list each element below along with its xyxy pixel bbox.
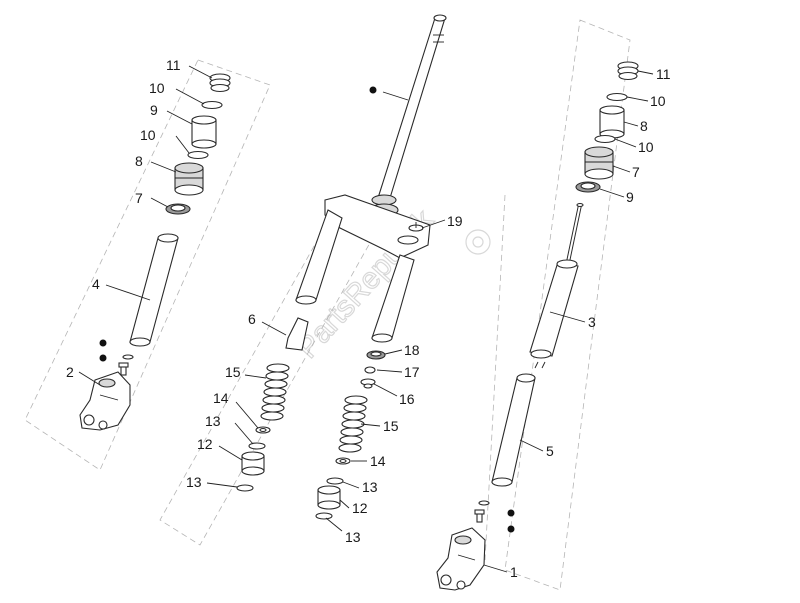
part-5-inner-tube bbox=[491, 373, 536, 487]
callout-8-left: 8 bbox=[135, 153, 143, 169]
callout-10a-left: 10 bbox=[149, 80, 165, 96]
callout-17: 17 bbox=[404, 364, 420, 380]
callout-labels: 11 10 9 10 8 7 4 2 19 18 17 16 15 14 13 … bbox=[66, 57, 671, 580]
callout-11-right: 11 bbox=[656, 66, 671, 82]
right-washer bbox=[478, 500, 490, 506]
callout-3: 3 bbox=[588, 314, 596, 330]
callout-13b: 13 bbox=[186, 474, 202, 490]
callout-13a: 13 bbox=[205, 413, 221, 429]
part-16 bbox=[360, 378, 376, 389]
left-spring-stack bbox=[79, 73, 231, 431]
right-dot-b bbox=[507, 525, 515, 533]
part-3-damper bbox=[529, 202, 584, 369]
callout-9-left: 9 bbox=[150, 102, 158, 118]
callout-15b: 15 bbox=[383, 418, 399, 434]
callout-10b-right: 10 bbox=[638, 139, 654, 155]
part-11-right bbox=[617, 61, 639, 81]
callout-10b-left: 10 bbox=[140, 127, 156, 143]
part-14-b bbox=[335, 457, 351, 465]
left-dot-b bbox=[99, 354, 107, 362]
part-18 bbox=[366, 350, 386, 360]
part-11-left bbox=[209, 73, 231, 93]
part-10b-left bbox=[187, 150, 209, 160]
part-13-d bbox=[315, 512, 333, 520]
steering-tube bbox=[369, 14, 447, 217]
callout-13d: 13 bbox=[345, 529, 361, 545]
part-17 bbox=[364, 366, 376, 374]
part-15-spring-a bbox=[260, 363, 290, 421]
part-6 bbox=[285, 317, 309, 351]
part-10b-right bbox=[594, 134, 616, 144]
left-bolt bbox=[118, 362, 129, 376]
leader-lines bbox=[78, 65, 654, 573]
left-dot-a bbox=[99, 339, 107, 347]
callout-11-left: 11 bbox=[166, 57, 181, 73]
right-damper-stack bbox=[436, 61, 639, 591]
part-12-a bbox=[241, 451, 265, 476]
callout-12b: 12 bbox=[352, 500, 368, 516]
steering-dot bbox=[369, 86, 377, 94]
part-10a-left bbox=[201, 100, 223, 110]
callout-8-right: 7 bbox=[632, 164, 640, 180]
right-dot-a bbox=[507, 509, 515, 517]
part-7-right bbox=[575, 181, 601, 193]
part-13-a bbox=[248, 442, 266, 450]
fork-leg-left bbox=[295, 209, 343, 305]
callout-14a: 14 bbox=[213, 390, 229, 406]
fork-leg-right bbox=[371, 254, 415, 343]
callout-1: 1 bbox=[510, 564, 518, 580]
callout-7-right: 9 bbox=[626, 189, 634, 205]
right-bolt bbox=[474, 509, 485, 523]
callout-14b: 14 bbox=[370, 453, 386, 469]
callout-16: 16 bbox=[399, 391, 415, 407]
callout-7-left: 7 bbox=[135, 190, 143, 206]
watermark-gear-icon bbox=[465, 229, 491, 255]
part-15-spring-b bbox=[338, 395, 368, 453]
part-14-a bbox=[255, 426, 271, 434]
callout-13c: 13 bbox=[362, 479, 378, 495]
part-7-left bbox=[165, 203, 191, 215]
part-13-b bbox=[236, 484, 254, 492]
callout-2: 2 bbox=[66, 364, 74, 380]
callout-12a: 12 bbox=[197, 436, 213, 452]
part-4-outer-tube bbox=[129, 233, 179, 347]
part-10a-right bbox=[606, 92, 628, 102]
part-12-b bbox=[317, 485, 341, 510]
left-washer bbox=[122, 354, 134, 360]
part-8-right bbox=[584, 146, 614, 180]
center-fork bbox=[236, 14, 447, 520]
callout-18: 18 bbox=[404, 342, 420, 358]
callout-19: 19 bbox=[447, 213, 463, 229]
callout-5: 5 bbox=[546, 443, 554, 459]
part-2-bracket bbox=[79, 371, 131, 431]
part-8-left bbox=[174, 162, 204, 196]
callout-15a: 15 bbox=[225, 364, 241, 380]
callout-6: 6 bbox=[248, 311, 256, 327]
part-9-left bbox=[191, 115, 217, 149]
callout-4: 4 bbox=[92, 276, 100, 292]
part-9-right bbox=[599, 105, 625, 139]
part-1-bracket bbox=[436, 527, 486, 591]
callout-10a-right: 10 bbox=[650, 93, 666, 109]
part-13-c bbox=[326, 477, 344, 485]
callout-9-right: 8 bbox=[640, 118, 648, 134]
